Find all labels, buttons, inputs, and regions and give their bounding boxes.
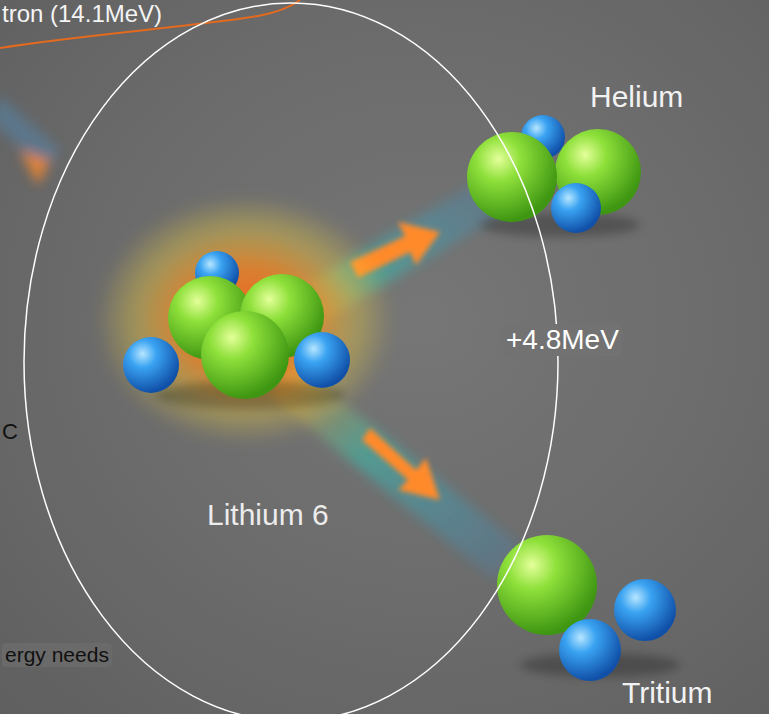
energy-label: +4.8MeV [503, 324, 622, 356]
neutron-label: tron (14.1MeV) [2, 0, 162, 28]
ellipse-outline [23, 2, 559, 714]
reaction-ellipse: Lithium 6 [23, 2, 559, 714]
helium-label: Helium [590, 80, 683, 115]
cut-off-text: ergy needs [2, 643, 112, 667]
nucleus-label: Lithium 6 [207, 498, 329, 533]
tritium-label: Tritium [622, 676, 713, 711]
cut-off-text: C [2, 419, 18, 444]
